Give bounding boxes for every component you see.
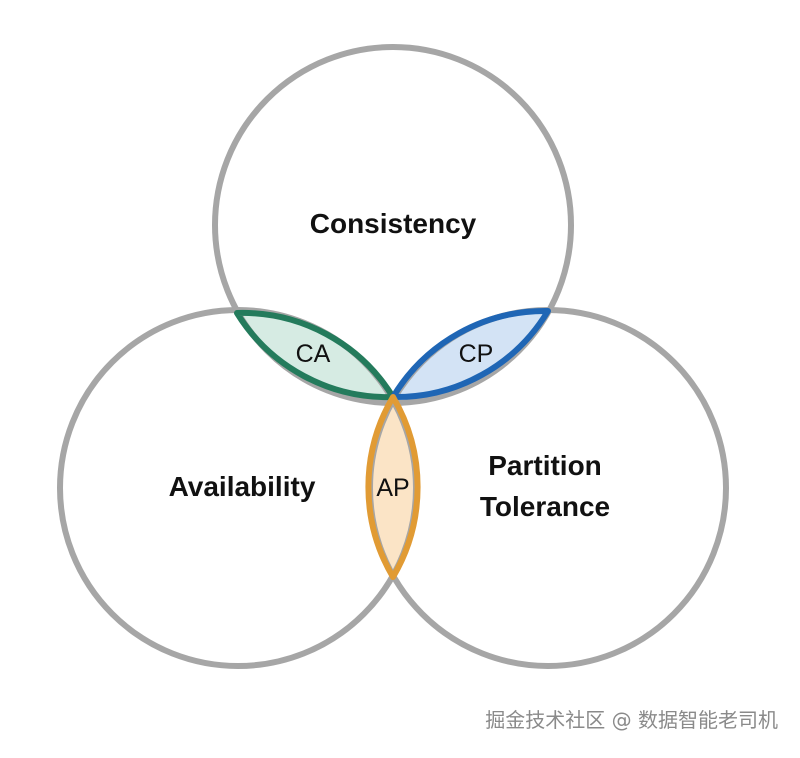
availability-label: Availability	[169, 471, 316, 502]
ca-label: CA	[296, 340, 331, 368]
ap-lens-fill	[368, 397, 418, 577]
partition-tolerance-circle	[367, 307, 729, 669]
cp-label: CP	[459, 340, 494, 368]
ap-lens-outline	[365, 394, 421, 580]
cp-lens-fill	[393, 310, 548, 398]
ca-lens-fill	[237, 312, 393, 398]
partition-label-line2: Tolerance	[480, 491, 610, 522]
ap-label: AP	[376, 474, 409, 502]
watermark-text: 掘金技术社区 @ 数据智能老司机	[485, 708, 778, 732]
partition-label-line1: Partition	[488, 450, 602, 481]
consistency-label: Consistency	[310, 208, 477, 239]
